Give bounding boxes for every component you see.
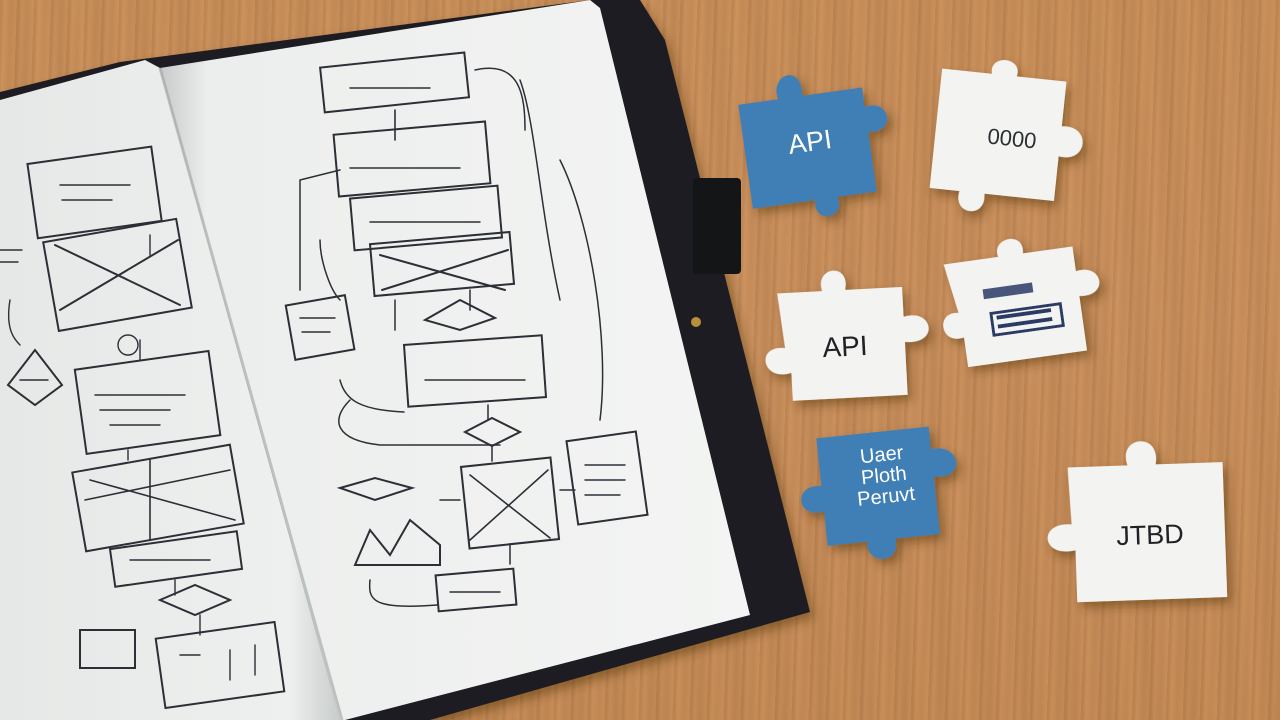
left-page <box>0 60 340 720</box>
jtbd-white-piece-label: JTBD <box>1115 518 1185 552</box>
api-white-piece <box>765 270 929 401</box>
flowchart-sketch-left <box>0 145 286 710</box>
api-blue-piece <box>738 75 888 216</box>
code-white-piece-shape <box>929 60 1083 211</box>
user-blue-piece <box>801 426 957 559</box>
api-white-piece-label: API <box>821 329 869 364</box>
flowchart-sketch-right <box>284 51 649 613</box>
user-blue-piece-shape <box>801 426 957 559</box>
jtbd-white-piece-shape <box>1047 441 1228 603</box>
smudged-white-piece <box>943 238 1100 368</box>
api-blue-piece-shape <box>738 75 888 216</box>
notebook-rivet <box>691 317 701 327</box>
user-blue-piece-label: Uaer Ploth Peruvt <box>856 441 917 511</box>
smudged-white-piece-shape <box>943 238 1100 368</box>
right-page <box>160 0 750 720</box>
code-white-piece <box>929 60 1083 211</box>
jtbd-white-piece <box>1047 441 1228 603</box>
notebook-strap <box>693 178 741 274</box>
api-white-piece-shape <box>765 270 929 401</box>
smudged-ink-mark <box>982 282 1034 300</box>
